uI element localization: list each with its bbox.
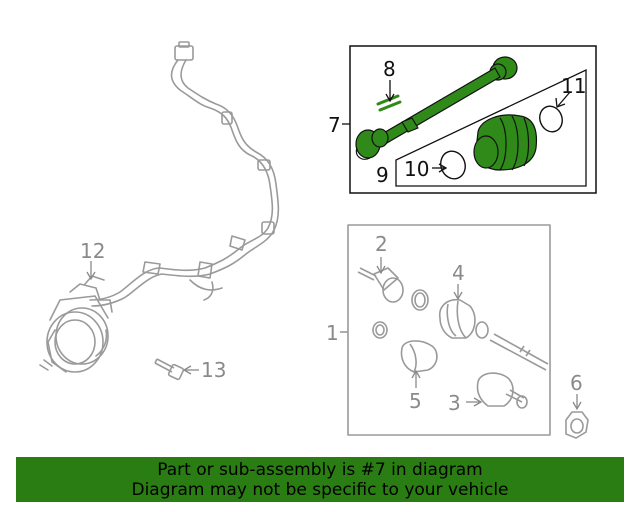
callout-12: 12: [80, 239, 105, 263]
callout-9: 9: [376, 163, 389, 187]
kit-leaders: [385, 80, 571, 173]
callout-1: 1: [326, 321, 339, 345]
ring-11: [539, 105, 563, 133]
bolt-13: [154, 358, 185, 381]
callout-6: 6: [570, 371, 583, 395]
callout-5: 5: [409, 389, 422, 413]
part-info-banner: Part or sub-assembly is #7 in diagram Di…: [16, 457, 624, 502]
wiring-harness: [39, 41, 280, 373]
callout-3: 3: [448, 391, 461, 415]
banner-line-part: Part or sub-assembly is #7 in diagram: [157, 460, 483, 480]
callout-10: 10: [404, 157, 429, 181]
exploded-leaders: [86, 257, 582, 411]
exploded-assembly-box: [340, 224, 551, 436]
callout-11: 11: [561, 74, 586, 98]
callout-4: 4: [452, 261, 465, 285]
callout-13: 13: [201, 358, 226, 382]
clip-8: [376, 94, 402, 112]
callout-7: 7: [328, 113, 341, 137]
axle-shaft-assembly: [355, 56, 538, 171]
axle-kit-box: [342, 45, 597, 194]
callout-8: 8: [383, 57, 396, 81]
ring-10: [440, 150, 466, 180]
nut-6: [565, 411, 589, 439]
callout-2: 2: [375, 232, 388, 256]
banner-line-disclaimer: Diagram may not be specific to your vehi…: [131, 480, 509, 500]
